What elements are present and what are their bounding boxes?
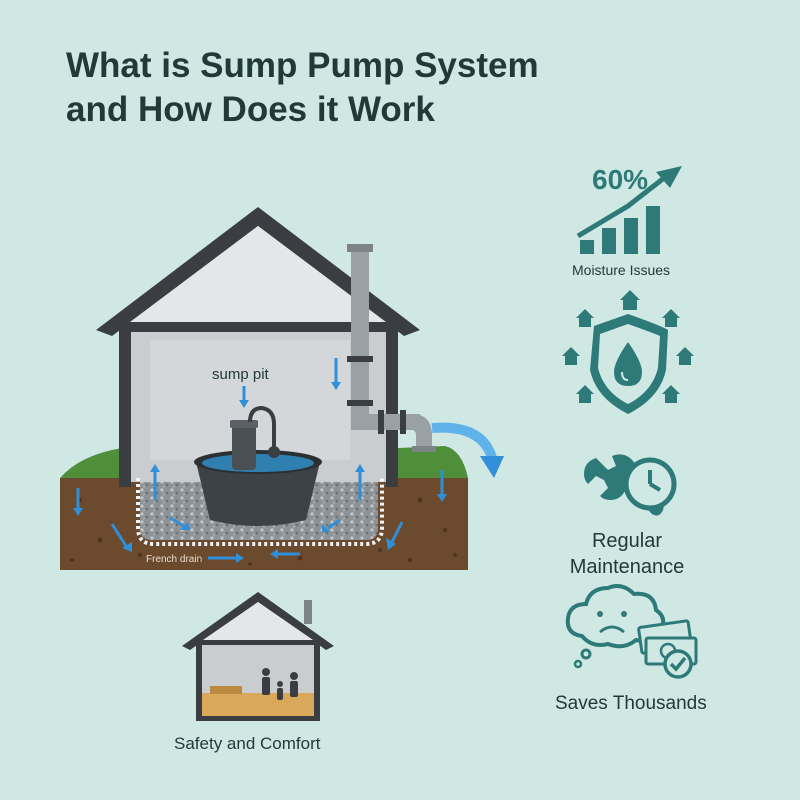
house-ceiling (119, 322, 398, 332)
safety-comfort-label: Safety and Comfort (174, 734, 321, 753)
growth-chart-icon (576, 166, 682, 254)
attic-gable (130, 226, 386, 322)
french-drain-label: French drain (146, 554, 203, 565)
shield-drop-icon (562, 290, 694, 414)
title-line-1: What is Sump Pump System (66, 46, 539, 85)
discharge-pipe (347, 244, 436, 452)
page-title: What is Sump Pump System and How Does it… (66, 44, 686, 132)
sump-pit-basin (194, 450, 322, 526)
discharge-flow-arrow (431, 422, 497, 460)
worried-cloud-money-icon (565, 584, 698, 679)
sump-pump-unit (230, 405, 280, 470)
wrench-clock-icon (584, 454, 677, 516)
water-flow-arrows (73, 358, 447, 563)
grass-ground (60, 446, 468, 482)
moisture-issues-label: Moisture Issues (572, 262, 671, 278)
maintenance-label-line-2: Maintenance (569, 556, 685, 578)
maintenance-label-line-1: Regular (591, 530, 663, 552)
french-drain-pipe (136, 478, 384, 546)
house-left-wall (119, 322, 131, 487)
sump-pit-label: sump pit (212, 366, 269, 383)
discharge-arrow-head (480, 456, 504, 478)
stat-60-percent: 60% (592, 164, 649, 195)
house-right-wall (386, 322, 398, 487)
saves-thousands-label: Saves Thousands (555, 693, 707, 714)
house-family-icon (182, 592, 334, 721)
title-line-2: and How Does it Work (66, 90, 435, 129)
